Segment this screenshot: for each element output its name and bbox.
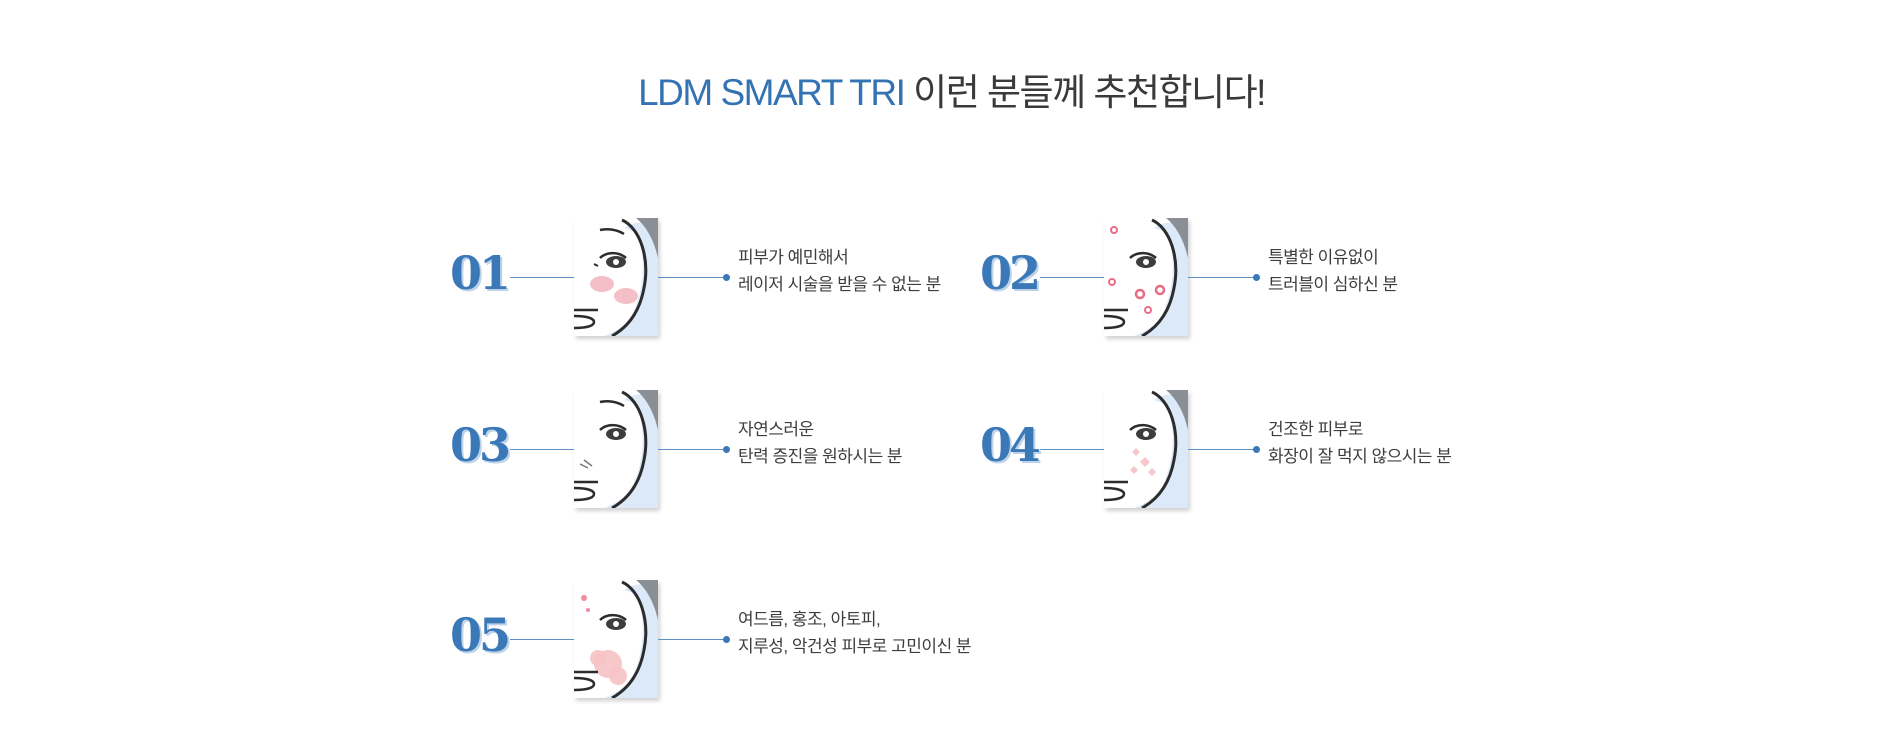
connector-line [510,449,574,450]
redness-face-icon [573,580,658,700]
connector-line [510,277,574,278]
item-description: 특별한 이유없이 트러블이 심하신 분 [1268,244,1398,298]
recommendation-item-01: 01 피부가 예민해서 레이저 시술을 받을 수 없는 분 [450,218,1010,338]
connector-line [1040,449,1104,450]
connector-line [1188,449,1256,450]
description-line: 특별한 이유없이 [1268,248,1379,267]
connector-dot [723,274,730,281]
connector-line [1040,277,1104,278]
wrinkle-face-icon [573,390,658,510]
item-number: 05 [450,608,511,662]
brand-name: LDM SMART TRI [638,72,906,113]
description-line: 레이저 시술을 받을 수 없는 분 [738,275,941,294]
sensitive-skin-face-icon [573,218,658,338]
description-line: 피부가 예민해서 [738,248,849,267]
connector-dot [1253,274,1260,281]
description-line: 지루성, 악건성 피부로 고민이신 분 [738,637,972,656]
recommendation-item-05: 05 여드름, 홍조, 아토피, 지루성, 악건성 피부로 고민이신 분 [450,580,1010,700]
description-line: 자연스러운 [738,420,814,439]
connector-line [658,449,726,450]
recommendation-item-02: 02 특별한 이유없이 트러블이 심하신 분 [980,218,1540,338]
item-description: 여드름, 홍조, 아토피, 지루성, 악건성 피부로 고민이신 분 [738,606,972,660]
recommendation-item-04: 04 건조한 피부로 화장이 잘 먹지 않으시는 분 [980,390,1540,510]
description-line: 화장이 잘 먹지 않으시는 분 [1268,447,1452,466]
item-number: 04 [980,418,1041,472]
description-line: 여드름, 홍조, 아토피, [738,610,881,629]
item-number: 02 [980,246,1041,300]
item-number: 01 [450,246,511,300]
acne-trouble-face-icon [1103,218,1188,338]
page-title: LDM SMART TRI 이런 분들께 추천합니다! [0,62,1903,116]
dry-skin-face-icon [1103,390,1188,510]
item-description: 피부가 예민해서 레이저 시술을 받을 수 없는 분 [738,244,941,298]
description-line: 트러블이 심하신 분 [1268,275,1398,294]
connector-dot [1253,446,1260,453]
item-number: 03 [450,418,511,472]
description-line: 탄력 증진을 원하시는 분 [738,447,903,466]
connector-line [510,639,574,640]
title-text: 이런 분들께 추천합니다! [904,72,1266,113]
item-description: 자연스러운 탄력 증진을 원하시는 분 [738,416,903,470]
recommendation-item-03: 03 자연스러운 탄력 증진을 원하시는 분 [450,390,1010,510]
connector-dot [723,446,730,453]
description-line: 건조한 피부로 [1268,420,1364,439]
connector-line [658,639,726,640]
connector-dot [723,636,730,643]
item-description: 건조한 피부로 화장이 잘 먹지 않으시는 분 [1268,416,1452,470]
connector-line [658,277,726,278]
connector-line [1188,277,1256,278]
